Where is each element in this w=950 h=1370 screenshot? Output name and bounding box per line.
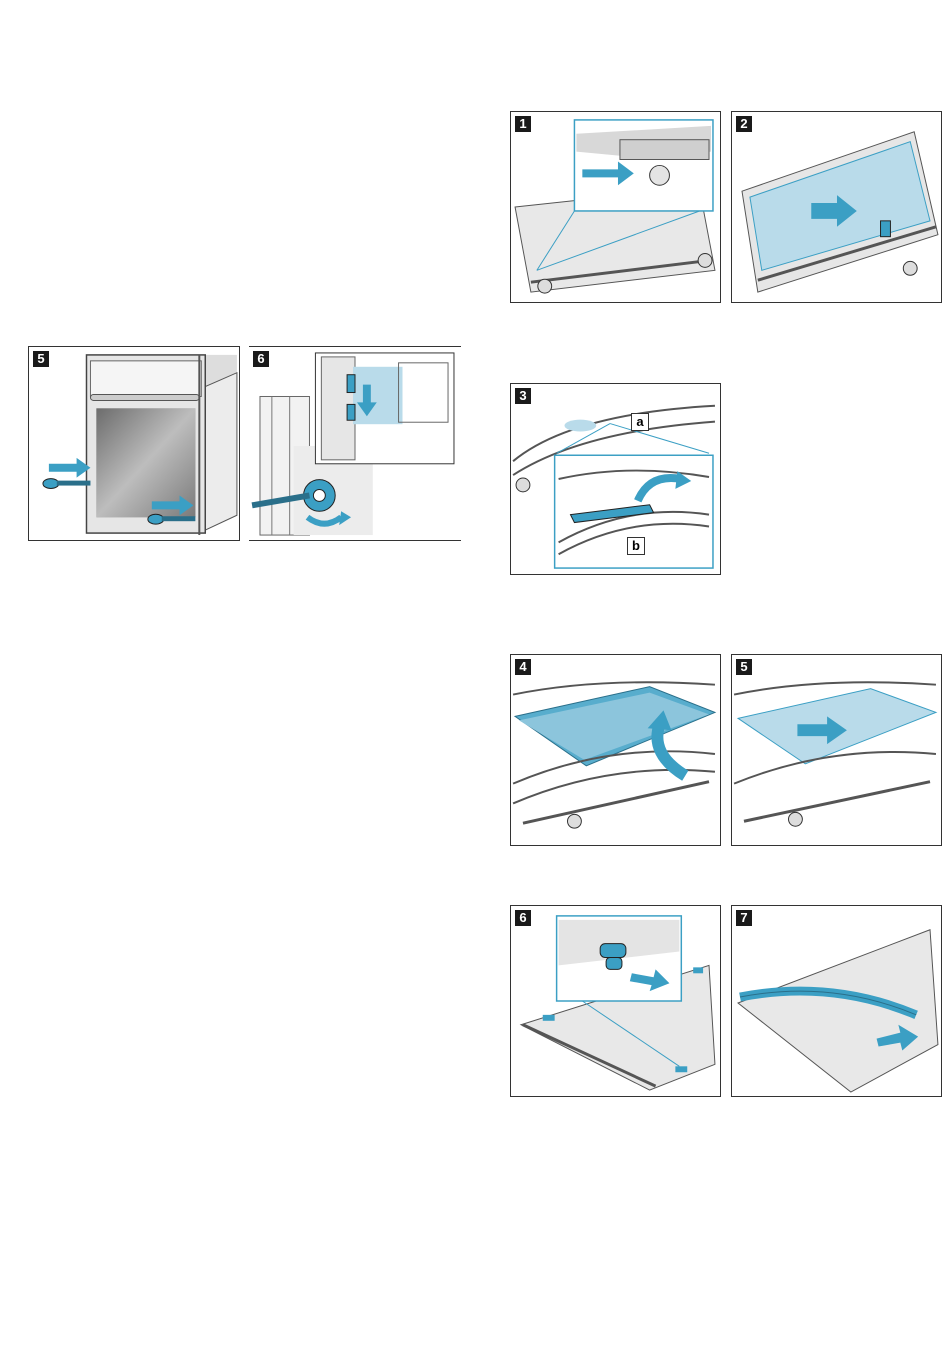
callout-label-b: b [627, 537, 645, 555]
step-number: 5 [33, 351, 49, 367]
step-number: 5 [736, 659, 752, 675]
clip-release-illustration [511, 384, 720, 574]
figure-left-5: 5 [28, 346, 240, 541]
figure-right-6: 6 [510, 905, 721, 1097]
figure-right-7: 7 [731, 905, 942, 1097]
oven-front-illustration [29, 347, 239, 540]
door-slide-illustration [511, 112, 720, 302]
step-number: 1 [515, 116, 531, 132]
clip-detail-illustration [511, 906, 720, 1096]
seal-remove-illustration [732, 906, 941, 1096]
step-number: 2 [736, 116, 752, 132]
figure-right-5: 5 [731, 654, 942, 846]
figure-right-1: 1 [510, 111, 721, 303]
figure-left-6: 6 [249, 346, 461, 541]
step-number: 3 [515, 388, 531, 404]
callout-label-a: a [631, 413, 649, 431]
hinge-detail-illustration [249, 347, 461, 540]
glass-pane-illustration [732, 112, 941, 302]
figure-right-4: 4 [510, 654, 721, 846]
figure-right-3: 3 a b [510, 383, 721, 575]
figure-right-2: 2 [731, 111, 942, 303]
glass-remove-illustration [732, 655, 941, 845]
step-number: 6 [515, 910, 531, 926]
step-number: 4 [515, 659, 531, 675]
step-number: 7 [736, 910, 752, 926]
step-number: 6 [253, 351, 269, 367]
glass-lift-illustration [511, 655, 720, 845]
